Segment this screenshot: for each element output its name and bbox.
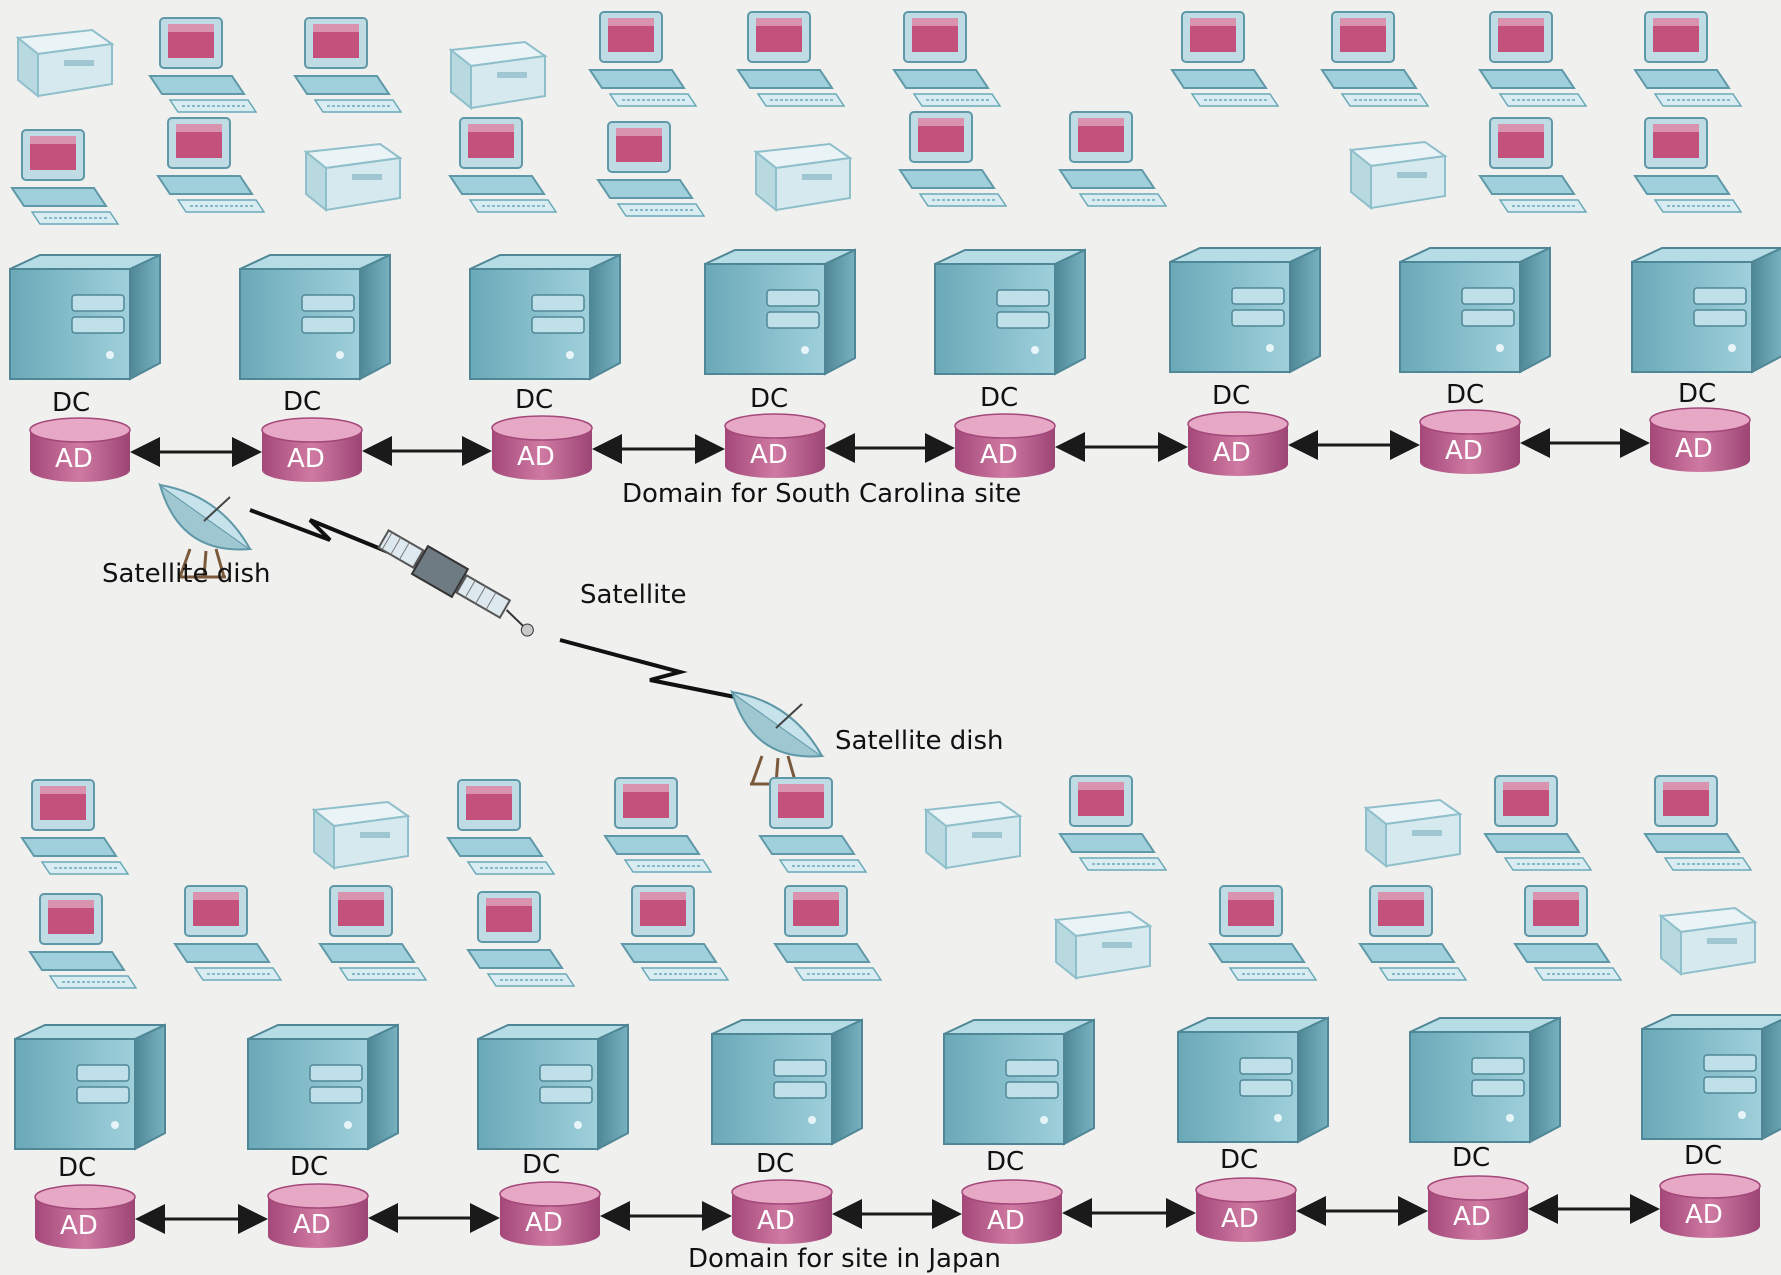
ad-label: AD: [525, 1208, 563, 1238]
server-tower-icon: [943, 1019, 1095, 1145]
server-tower-icon: [1409, 1017, 1561, 1143]
satellite-label: Satellite: [580, 580, 687, 610]
printer-icon: [925, 801, 1021, 869]
ad-label: AD: [517, 442, 555, 472]
server-tower-icon: [1169, 247, 1321, 373]
ad-label: AD: [287, 444, 325, 474]
dc-label: DC: [283, 387, 321, 417]
ad-label: AD: [1221, 1204, 1259, 1234]
server-tower-icon: [704, 249, 856, 375]
ad-label: AD: [1675, 434, 1713, 464]
top-dc-labels: DC DC DC DC DC DC DC DC: [52, 379, 1716, 418]
dish-top-label: Satellite dish: [102, 559, 271, 589]
ad-label: AD: [60, 1211, 98, 1241]
dc-label: DC: [756, 1149, 794, 1179]
dc-label: DC: [52, 388, 90, 418]
printer-icon: [313, 801, 409, 869]
top-domain-caption: Domain for South Carolina site: [622, 479, 1021, 509]
dc-label: DC: [750, 384, 788, 414]
dc-label: DC: [1678, 379, 1716, 409]
dc-label: DC: [1446, 380, 1484, 410]
dc-label: DC: [515, 385, 553, 415]
server-tower-icon: [14, 1024, 166, 1150]
ad-label: AD: [1453, 1202, 1491, 1232]
printer-icon: [305, 143, 401, 211]
bottom-ad-row: AD AD AD AD AD AD AD AD: [34, 1173, 1761, 1250]
satellite-icon: [377, 528, 534, 637]
ad-label: AD: [293, 1210, 331, 1240]
dc-label: DC: [986, 1147, 1024, 1177]
server-tower-icon: [239, 254, 391, 380]
server-tower-icon: [469, 254, 621, 380]
server-tower-icon: [711, 1019, 863, 1145]
ad-label: AD: [1213, 438, 1251, 468]
dish-bottom-label: Satellite dish: [835, 726, 1004, 756]
ad-label: AD: [987, 1206, 1025, 1236]
printer-icon: [450, 41, 546, 109]
satellite-link: Satellite dish Satellite Satellite dish: [102, 483, 1004, 786]
dc-label: DC: [1220, 1145, 1258, 1175]
server-tower-icon: [477, 1024, 629, 1150]
dc-label: DC: [1212, 381, 1250, 411]
printer-icon: [17, 29, 113, 97]
server-tower-icon: [934, 249, 1086, 375]
printer-icon: [755, 143, 851, 211]
printer-icon: [1055, 911, 1151, 979]
server-tower-icon: [1631, 247, 1781, 373]
ad-label: AD: [1445, 436, 1483, 466]
dc-label: DC: [980, 383, 1018, 413]
server-tower-icon: [1177, 1017, 1329, 1143]
server-tower-icon: [9, 254, 161, 380]
bottom-domain-caption: Domain for site in Japan: [688, 1244, 1001, 1274]
server-tower-icon: [1641, 1014, 1781, 1140]
ad-label: AD: [757, 1206, 795, 1236]
dc-label: DC: [58, 1153, 96, 1183]
dc-label: DC: [290, 1152, 328, 1182]
ad-label: AD: [55, 444, 93, 474]
server-tower-icon: [1399, 247, 1551, 373]
printer-icon: [1350, 141, 1446, 209]
printer-icon: [1365, 799, 1461, 867]
top-ad-row: AD AD AD AD AD AD AD AD: [29, 407, 1751, 483]
server-tower-icon: [247, 1024, 399, 1150]
printer-icon: [1660, 907, 1756, 975]
dc-label: DC: [522, 1150, 560, 1180]
ad-label: AD: [980, 440, 1018, 470]
bottom-dc-labels: DC DC DC DC DC DC DC DC: [58, 1141, 1722, 1183]
dc-label: DC: [1684, 1141, 1722, 1171]
dc-label: DC: [1452, 1143, 1490, 1173]
ad-label: AD: [1685, 1200, 1723, 1230]
ad-label: AD: [750, 440, 788, 470]
lightning-icon: [249, 508, 421, 567]
lightning-icon: [559, 638, 761, 704]
